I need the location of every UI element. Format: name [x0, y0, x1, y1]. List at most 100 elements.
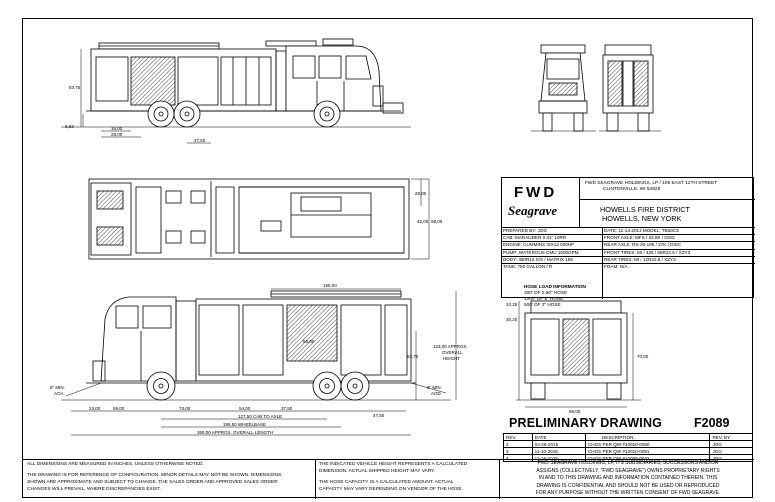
spec-right-5: FOAM: N/A	[604, 263, 628, 269]
rev-cell: 11-10-2015	[531, 447, 586, 455]
spec-left-1: CAB: MARAUDER II 41" 10RR	[502, 235, 602, 243]
rear-view	[599, 44, 661, 132]
preliminary-drawing-label: PRELIMINARY DRAWING	[509, 416, 663, 430]
drawing-number: F2089	[694, 416, 730, 430]
dim-b-24: 24,00	[89, 406, 101, 411]
notes-divider-1	[315, 459, 316, 499]
spec-right-0: DATE: 11-13-2014 MODEL: TB60CS	[603, 228, 755, 236]
side-view-lower	[61, 288, 457, 436]
drawing-views: 83,75 8,83 16,00 28,00 37,50	[50, 38, 661, 436]
rev-cell: 11-16-2015	[531, 454, 586, 462]
hose-load-item: 300' OF 2.50" HOSE	[524, 290, 568, 296]
dim-rear-70: 70,00	[637, 354, 649, 359]
dim-b-4750: 47,50	[373, 413, 385, 418]
rear-detail-view	[516, 300, 641, 408]
dim-b-54: 54,00	[239, 406, 251, 411]
rev-cell: JOG	[709, 440, 753, 448]
dim-side-28: 28,00	[111, 132, 123, 137]
address-line-2: CLINTONVILLE, WI 54929	[603, 186, 661, 192]
spec-left-5: TANK: 750 GALLON / R	[503, 263, 553, 269]
dim-side-ground: 8,83	[65, 124, 74, 129]
note-line: ALL DIMENSIONS ARE MEASURED IN INCHES, U…	[27, 462, 204, 467]
dim-aod-2: AOD	[431, 391, 442, 396]
dim-top-42: 42,00	[417, 219, 429, 224]
hose-load-item: 500' OF 3" HOSE	[524, 302, 561, 308]
customer-line-1: HOWELLS FIRE DISTRICT	[600, 205, 691, 214]
spec-right-2: REAR AXLE: RS-26-185 / 27K / DISC	[603, 242, 755, 250]
rev-cell: 3	[503, 447, 533, 455]
dim-rear-1025: 10,25	[506, 302, 518, 307]
hose-load-info: HOSE LOAD INFORMATION 300' OF 2.50" HOSE…	[524, 284, 586, 308]
seagrave-logo: Seagrave	[508, 203, 558, 218]
revision-table: REV. DATE DESCRIPTION REV. BY 2 02-26-20…	[503, 433, 753, 462]
rev-cell: CHGS PER QW #10010-0080	[584, 440, 711, 448]
rev-cell: JOG	[709, 454, 753, 462]
fwd-logo: FWD	[514, 184, 558, 201]
rev-header: REV.	[503, 433, 533, 441]
note-line: DIMENSION. ACTUAL SHIPPED HEIGHT MAY VAR…	[319, 468, 436, 474]
dim-aoa-2: AOA	[54, 391, 64, 396]
revision-row: 3 11-10-2015 CHGS PER QW #10010-0091 JOG	[503, 447, 753, 455]
note-line: CHANGES WILL PREVAIL, WHERE DISCREPANCIE…	[27, 486, 161, 492]
rev-cell: 2	[503, 440, 533, 448]
dim-bottom-5800: 58,00	[303, 339, 315, 344]
customer-block: HOWELLS FIRE DISTRICT HOWELLS, NEW YORK	[580, 200, 755, 228]
rev-cell: CHGS PER QW #10010-0091	[584, 447, 711, 455]
dim-wheelbase: 199,50 WHEELBASE	[223, 422, 266, 427]
dim-height-line2: OVERALL	[442, 350, 463, 355]
notes-left: ALL DIMENSIONS ARE MEASURED IN INCHES, U…	[27, 462, 313, 494]
title-block: FWD Seagrave FWD SEAGRAVE HOLDINGS, LP /…	[501, 177, 755, 299]
notes-proprietary: FWD SEAGRAVE HOLDINGS, LP, ITS SUBSIDIAR…	[503, 460, 753, 498]
side-view-upper	[61, 38, 411, 144]
company-address: FWD SEAGRAVE HOLDINGS, LP / 105 EAST 12T…	[580, 178, 755, 200]
hose-load-title: HOSE LOAD INFORMATION	[524, 284, 586, 289]
front-view	[531, 44, 596, 132]
dim-top-98: 98,00	[431, 219, 443, 224]
dim-bottom-8375: 83,75	[407, 354, 419, 359]
note-line: THE HOSE CAPACITY IS A CALCULATED AMOUNT…	[319, 479, 454, 485]
notes-divider	[23, 459, 754, 460]
note-line: IN AND TO THIS DRAWING AND INFORMATION C…	[538, 475, 718, 481]
dim-side-height: 83,75	[69, 85, 81, 90]
dim-aod-1: 8" MIN.	[427, 385, 442, 390]
notes-divider-2	[499, 459, 500, 499]
top-view	[88, 178, 430, 260]
spec-left-column: PREPARED BY: JOG CAB: MARAUDER II 41" 10…	[502, 228, 603, 299]
spec-left-4: BODY: 450R12 S/S / MATRIX 156	[502, 257, 602, 264]
rev-cell: 02-26-2015	[531, 440, 586, 448]
dim-b-69: 69,00	[113, 406, 125, 411]
drawing-sheet: 83,75 8,83 16,00 28,00 37,50	[22, 18, 755, 499]
notes-middle: THE INDICATED VEHICLE HEIGHT REPRESENTS …	[319, 462, 497, 494]
rev-cell: JOG	[709, 447, 753, 455]
dim-aoa-1: 8" MIN.	[50, 385, 65, 390]
hose-load-item: 1000' OF 5" HOSE	[524, 296, 564, 302]
rev-cell: CHGS PER QW #10008-0032	[584, 454, 711, 462]
rev-header: DATE	[531, 433, 586, 441]
dim-b-73: 73,00	[179, 406, 191, 411]
dim-b-37: 37,50	[281, 406, 293, 411]
note-line: THE DRAWING IS FOR REFERENCE OF CONFIGUR…	[27, 472, 282, 478]
note-line: DRAWING IS CONFIDENTIAL AND SHOULD NOT B…	[536, 482, 720, 489]
note-line: CAPACITY MAY VARY DEPENDING ON VENDOR OF…	[319, 486, 464, 492]
spec-left-3: PUMP: WATEROUS CMU 1500GPM	[502, 250, 602, 257]
spec-right-1: FRONT AXLE: MFS / 22,8K / DISC	[603, 235, 755, 243]
dim-height-line1: 123,00 APPROX.	[433, 344, 468, 349]
spec-right-4: REAR TIRES: MI / 12R22.5 / XZY3	[603, 257, 755, 264]
spec-right-column: DATE: 11-13-2014 MODEL: TB60CS FRONT AXL…	[603, 228, 755, 299]
dim-bottom-155: 155,00	[323, 283, 337, 288]
dim-cab-to-axle: 127,50 CAB TO AXLE	[238, 414, 282, 419]
note-line: THE INDICATED VEHICLE HEIGHT REPRESENTS …	[319, 462, 468, 467]
dim-height-line3: HEIGHT	[443, 356, 460, 361]
note-line: ASSIGNS (COLLECTIVELY, "FWD SEAGRAVE") O…	[536, 467, 720, 474]
revision-row: 2 02-26-2015 CHGS PER QW #10010-0080 JOG	[503, 440, 753, 448]
revision-header-row: REV. DATE DESCRIPTION REV. BY	[503, 433, 753, 441]
dim-rear-98: 98,00	[569, 409, 581, 414]
note-line: SHOWN ARE APPROXIMATE AND SUBJECT TO CHA…	[27, 479, 278, 485]
customer-line-2: HOWELLS, NEW YORK	[602, 214, 682, 224]
logo-cell: FWD Seagrave	[502, 178, 580, 228]
address-line-1: FWD SEAGRAVE HOLDINGS, LP / 105 EAST 12T…	[585, 181, 718, 186]
dim-top-28: 28,00	[415, 191, 427, 196]
spec-right-3: FRONT TIRES: MI / 425 / 65R22.5 / XZY3	[603, 250, 755, 257]
revision-row: 4 11-16-2015 CHGS PER QW #10008-0032 JOG	[503, 454, 753, 462]
rev-header: DESCRIPTION	[584, 433, 711, 441]
